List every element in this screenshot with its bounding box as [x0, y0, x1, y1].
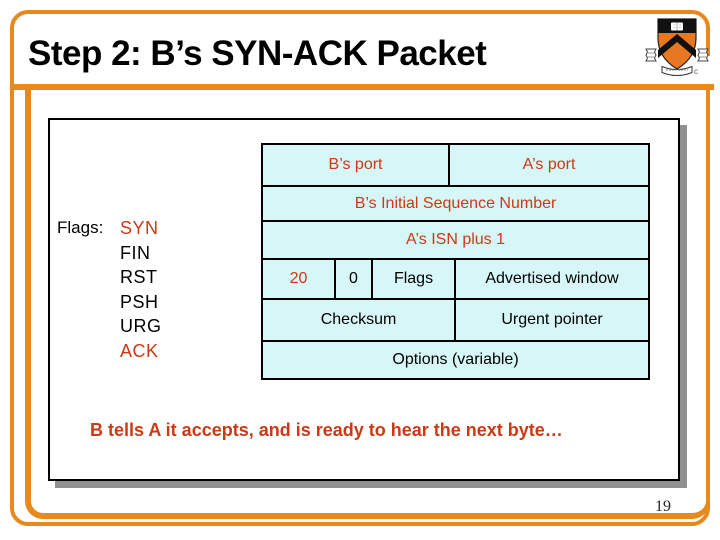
flag-item-psh: PSH — [120, 291, 159, 312]
packet-field-sequence-number: B’s Initial Sequence Number — [260, 185, 651, 222]
packet-field-advertised-window: Advertised window — [454, 258, 651, 300]
logo-copyright-mark: c — [694, 67, 698, 76]
packet-field-reserved: 0 — [334, 258, 373, 300]
table-row: Checksum Urgent pointer — [260, 298, 651, 342]
princeton-shield-logo-icon — [645, 18, 709, 76]
title-divider-line — [12, 84, 714, 90]
packet-field-header-length: 20 — [261, 258, 336, 300]
packet-field-urgent-pointer: Urgent pointer — [454, 298, 651, 342]
table-row: Options (variable) — [260, 340, 651, 380]
flag-item-urg: URG — [120, 316, 162, 336]
table-row: 20 0 Flags Advertised window — [261, 258, 651, 300]
table-row: B’s Initial Sequence Number — [260, 185, 651, 222]
slide-summary-text: B tells A it accepts, and is ready to he… — [90, 420, 563, 440]
packet-field-bs-port: B’s port — [260, 143, 451, 187]
page-number: 19 — [655, 498, 671, 515]
flags-legend-list: SYN FIN RST PSH URG ACK — [120, 216, 162, 363]
flag-item-ack: ACK — [120, 340, 159, 361]
slide-inner-border — [25, 87, 710, 519]
packet-field-options: Options (variable) — [260, 340, 651, 380]
packet-field-flags: Flags — [370, 258, 457, 300]
packet-field-checksum: Checksum — [260, 298, 457, 342]
flag-item-rst: RST — [120, 267, 158, 287]
packet-field-ack-number: A’s ISN plus 1 — [260, 220, 651, 260]
flags-legend-label: Flags: — [57, 218, 104, 237]
packet-header-table: B’s port A’s port B’s Initial Sequence N… — [260, 143, 651, 380]
flag-item-fin: FIN — [120, 242, 151, 263]
flag-item-syn: SYN — [120, 218, 159, 238]
table-row: B’s port A’s port — [260, 143, 651, 187]
packet-field-as-port: A’s port — [448, 143, 651, 187]
table-row: A’s ISN plus 1 — [260, 220, 651, 260]
slide-title: Step 2: B’s SYN-ACK Packet — [28, 34, 487, 73]
